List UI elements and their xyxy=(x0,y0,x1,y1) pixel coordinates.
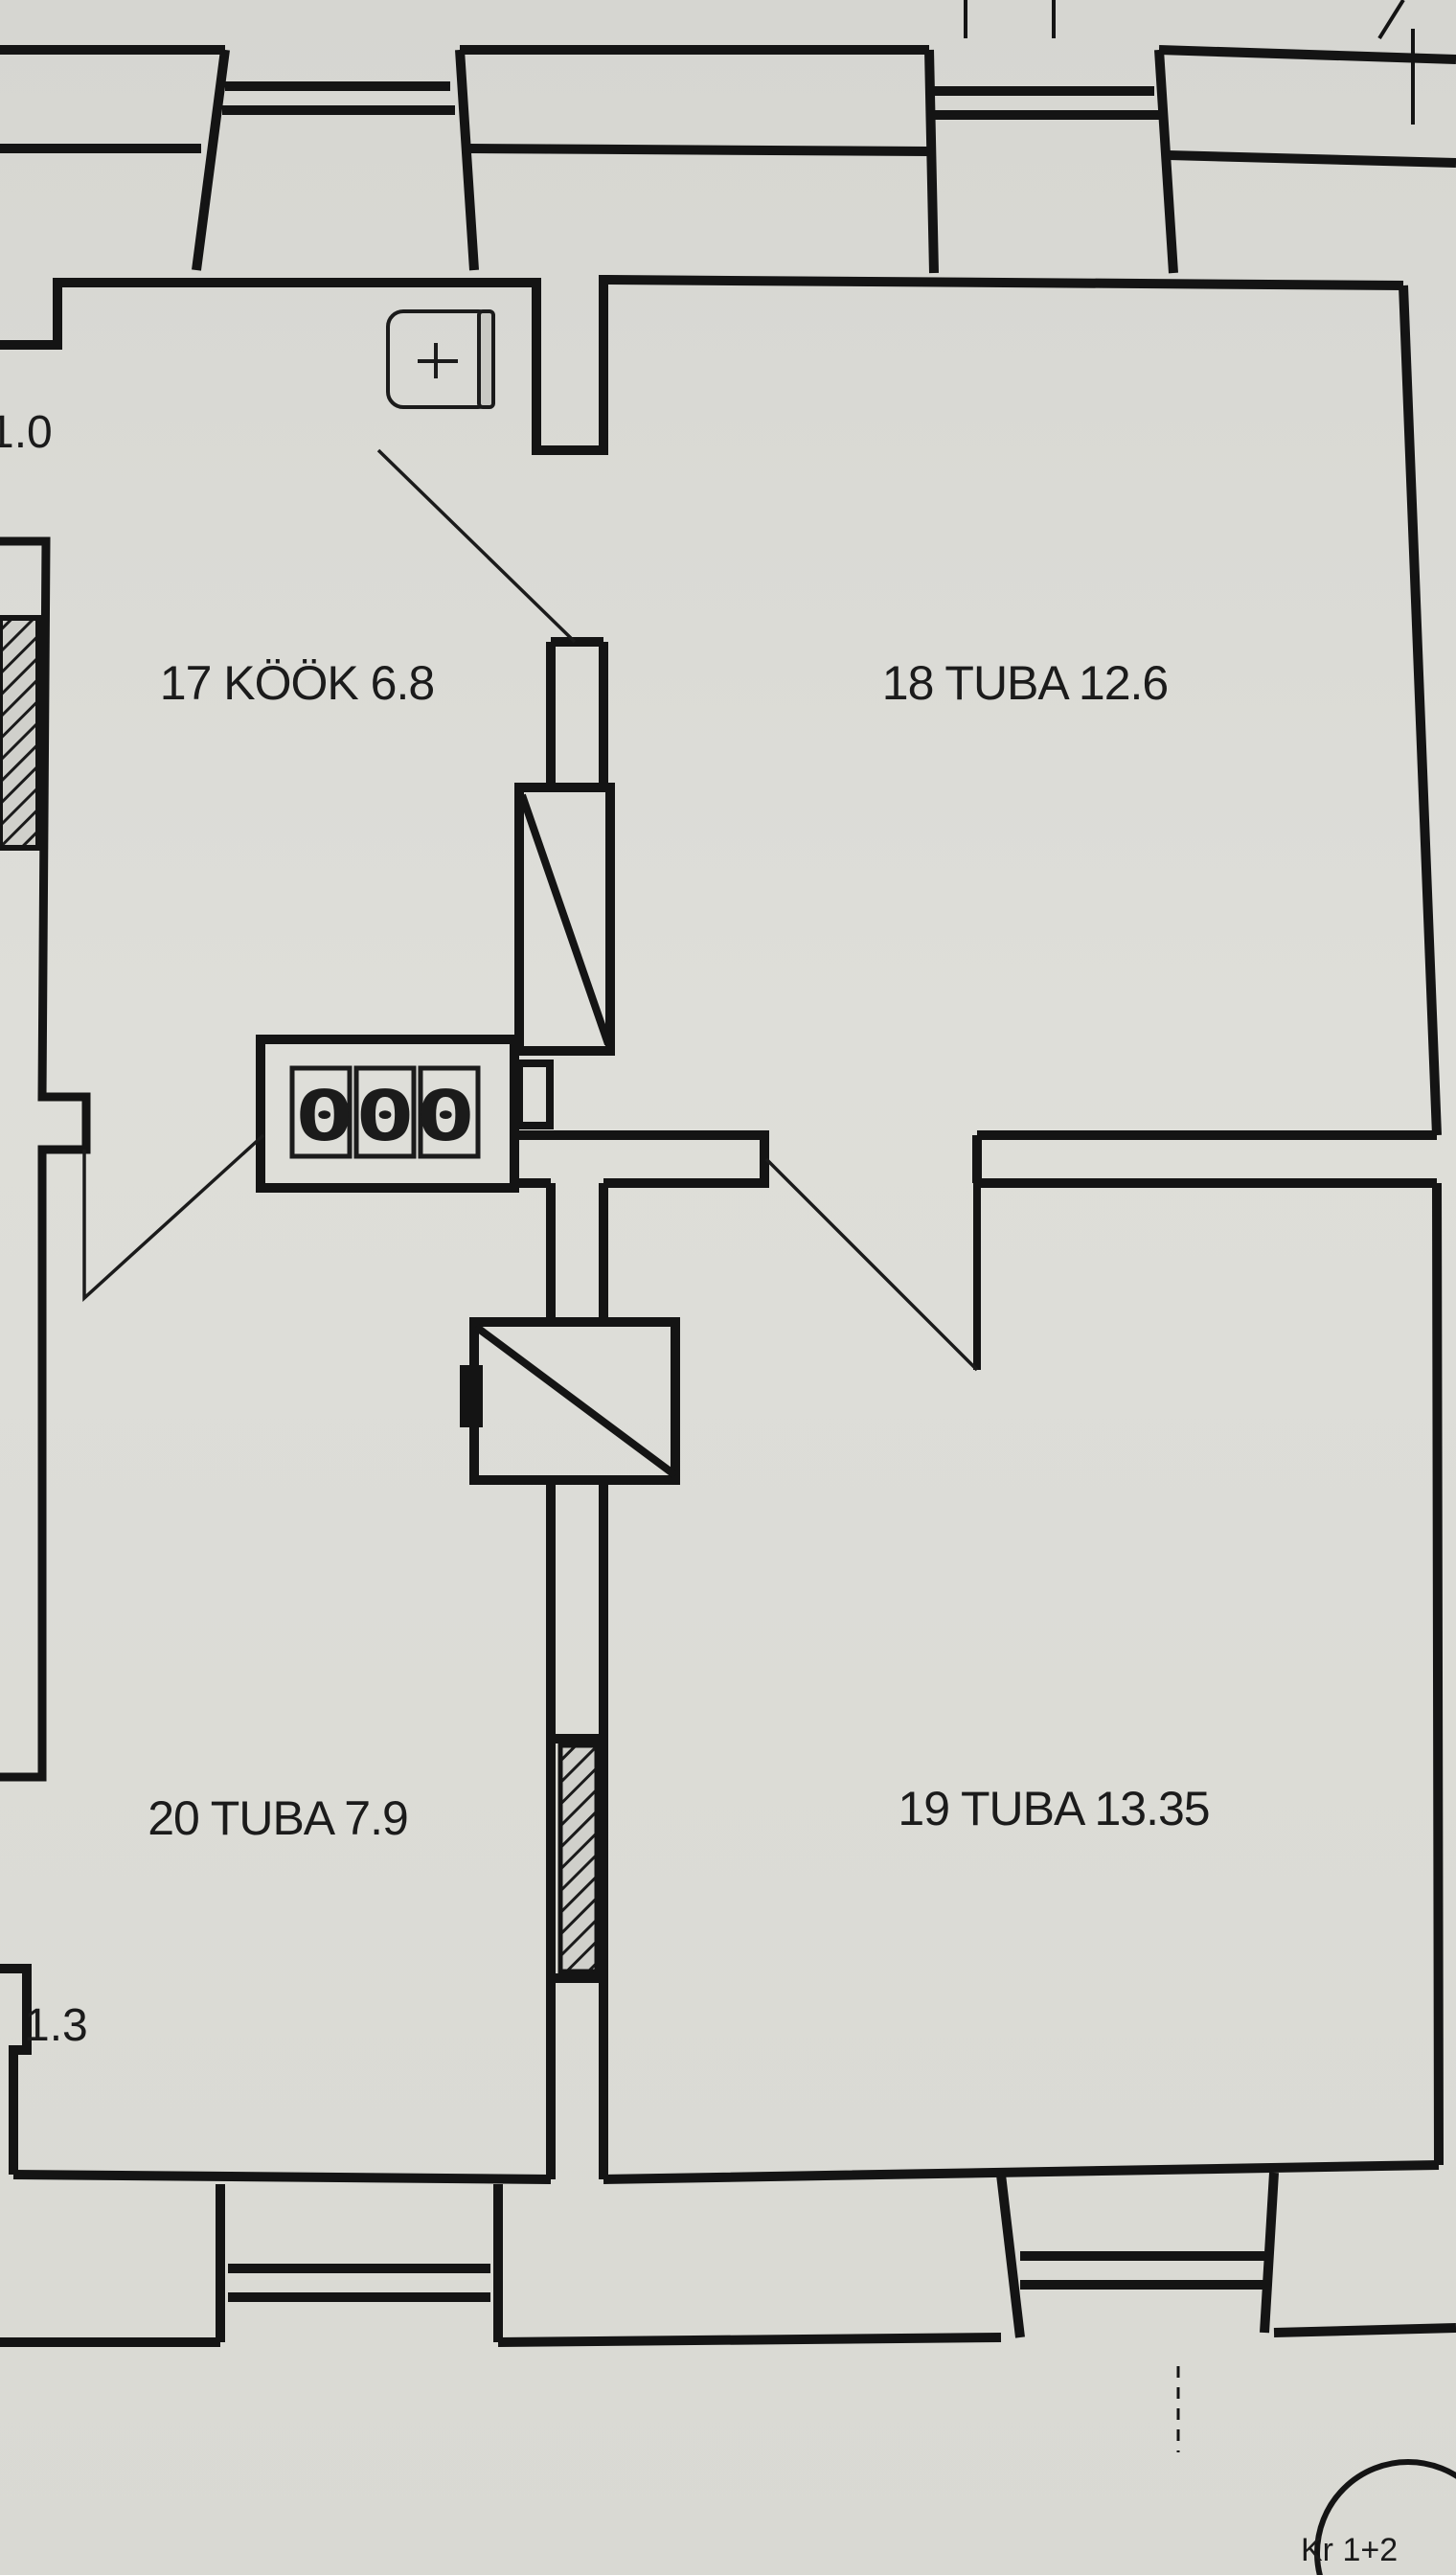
top-wall-outer xyxy=(0,45,1456,64)
room-label-19: 19 TUBA 13.35 xyxy=(898,1782,1209,1835)
bottom-wall-outer xyxy=(0,2323,1456,2347)
central-wall-upper xyxy=(546,637,608,786)
bottom-window-2 xyxy=(996,2172,1279,2338)
meter-digits: 000 xyxy=(289,1065,481,1159)
central-wall-middle xyxy=(546,1183,608,1322)
niche xyxy=(515,1060,554,1129)
kitchen-wall xyxy=(0,274,1404,455)
left-wall-upper xyxy=(0,536,91,1782)
room-label-17: 17 KÖÖK 6.8 xyxy=(160,656,434,710)
left-hatched-strip xyxy=(0,615,41,851)
meter-readout: 000 xyxy=(294,1076,476,1156)
partial-label-bottom-left: 1.3 xyxy=(24,2000,88,2051)
bottom-window-1 xyxy=(216,2184,503,2342)
sink-icon xyxy=(386,309,495,409)
sheet-stamp: Kr 1+2 xyxy=(1301,2459,1456,2575)
hatched-wall xyxy=(557,1743,600,1974)
hall-wall xyxy=(514,1130,769,1188)
room-label-20: 20 TUBA 7.9 xyxy=(148,1791,408,1845)
meter-box xyxy=(256,1035,519,1193)
central-wall-lower xyxy=(546,1480,608,2179)
door-swing-room19 xyxy=(764,1157,979,1372)
door-swing-room20 xyxy=(82,1133,265,1302)
top-right-marks xyxy=(964,0,1415,125)
door-swing-kitchen xyxy=(376,448,577,644)
room-divider-wall xyxy=(972,1130,1437,1188)
partial-label-top-left: 1.0 xyxy=(0,407,53,458)
left-wall-lower xyxy=(0,1964,32,2175)
top-window-2 xyxy=(924,49,1178,274)
stamp-label: Kr 1+2 xyxy=(1301,2532,1398,2568)
bottom-wall-inner xyxy=(12,2160,1440,2184)
top-wall-inner xyxy=(0,144,1456,168)
room-label-18: 18 TUBA 12.6 xyxy=(882,656,1168,710)
right-wall xyxy=(1399,285,1444,2166)
top-window-1 xyxy=(192,49,479,271)
vent-duct-upper xyxy=(514,783,615,1056)
